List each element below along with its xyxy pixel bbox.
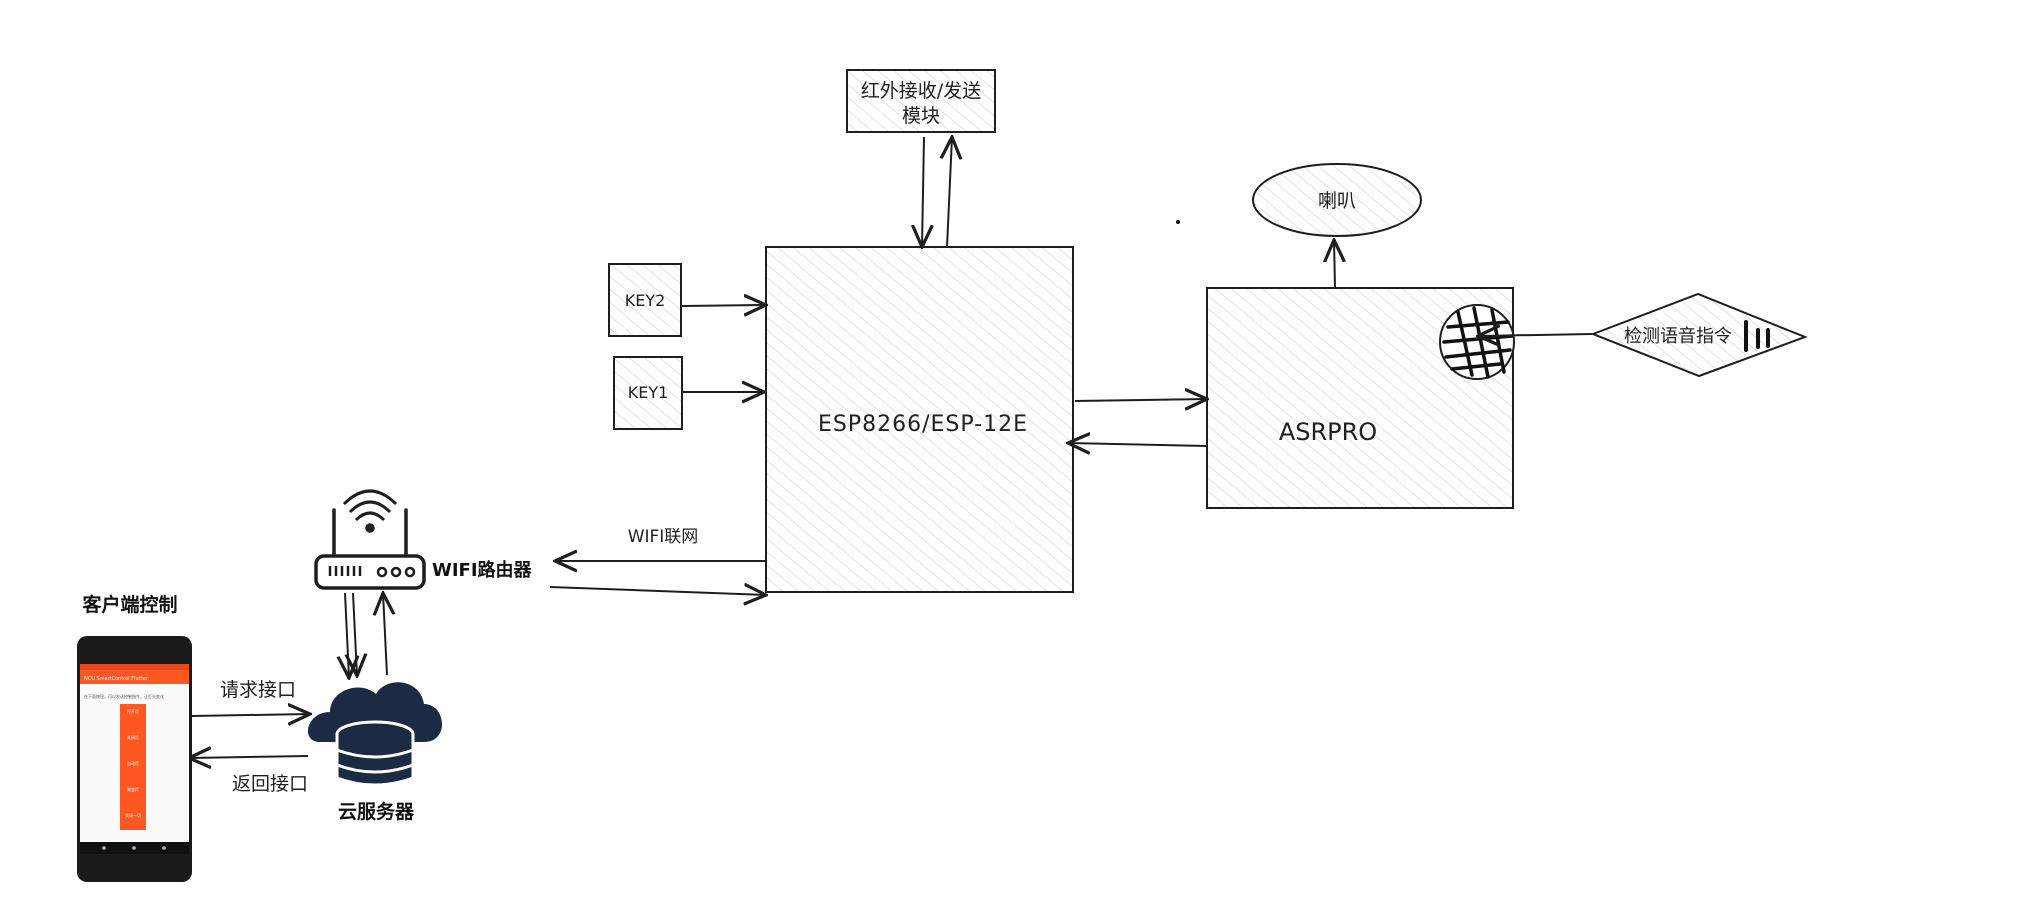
edge-esp-to-asrpro — [1074, 399, 1207, 401]
edge-ir-to-esp — [922, 136, 924, 247]
edge-client-to-cloud — [191, 714, 310, 716]
edge-cloud-to-router — [383, 593, 387, 676]
voice-command-node: 检测语音指令 — [1590, 292, 1808, 378]
edge-cloud-to-client — [189, 756, 309, 758]
edge-asrpro-to-speaker — [1334, 240, 1335, 289]
phone-button-2: 关闭灯 — [127, 734, 139, 740]
asrpro-label: ASRPRO — [1279, 418, 1377, 446]
request-edge-label: 请求接口 — [220, 679, 296, 701]
edges — [189, 136, 1593, 758]
edge-router-to-cloud-b — [353, 592, 357, 676]
asrpro-node: ASRPRO — [1206, 287, 1515, 509]
key2-node: KEY2 — [608, 263, 682, 337]
key1-node: KEY1 — [613, 356, 683, 430]
sound-wave-icon — [1744, 320, 1770, 352]
speaker-label: 喇叭 — [1318, 190, 1356, 212]
ir-module-node: 红外接收/发送 模块 — [846, 69, 996, 133]
phone-button-5: 关闭一切 — [125, 812, 141, 818]
phone-mockup: NCU SmartControl Flutter 在下面按钮，可以发送控制指令，… — [77, 636, 192, 882]
voice-command-label: 检测语音指令 — [1624, 326, 1732, 347]
cloud-database-icon — [307, 682, 443, 787]
phone-button-4: 渐变灯 — [127, 786, 139, 792]
ir-module-label-line2: 模块 — [902, 105, 940, 127]
cloud-label: 云服务器 — [338, 800, 415, 823]
stray-dot — [1176, 220, 1180, 224]
wifi-edge-label: WIFI联网 — [628, 527, 699, 547]
client-label: 客户端控制 — [82, 593, 177, 616]
app-bar-title: NCU SmartControl Flutter — [84, 676, 149, 682]
key2-label: KEY2 — [625, 291, 666, 310]
edge-key2-to-esp — [681, 305, 766, 306]
response-edge-label: 返回接口 — [232, 773, 308, 795]
ir-module-label-line1: 红外接收/发送 — [861, 80, 981, 102]
edge-router-to-esp — [549, 587, 766, 595]
router-icon — [314, 489, 426, 590]
edge-router-to-cloud-a — [345, 592, 349, 678]
mic-grid-icon — [1439, 304, 1515, 380]
esp-node: ESP8266/ESP-12E — [765, 246, 1074, 593]
phone-button-3: 自动灯 — [127, 760, 139, 766]
phone-button-1: 打开灯 — [127, 708, 139, 714]
esp-label: ESP8266/ESP-12E — [818, 412, 1028, 437]
key1-label: KEY1 — [628, 383, 669, 402]
edge-esp-to-ir — [947, 137, 952, 248]
edge-asrpro-to-esp — [1068, 443, 1208, 446]
edge-voice-to-asrpro — [1478, 334, 1593, 336]
speaker-node: 喇叭 — [1252, 163, 1422, 237]
app-description: 在下面按钮，可以发送控制指令，让灯光变化 — [84, 693, 164, 699]
router-label: WIFI路由器 — [432, 559, 533, 581]
